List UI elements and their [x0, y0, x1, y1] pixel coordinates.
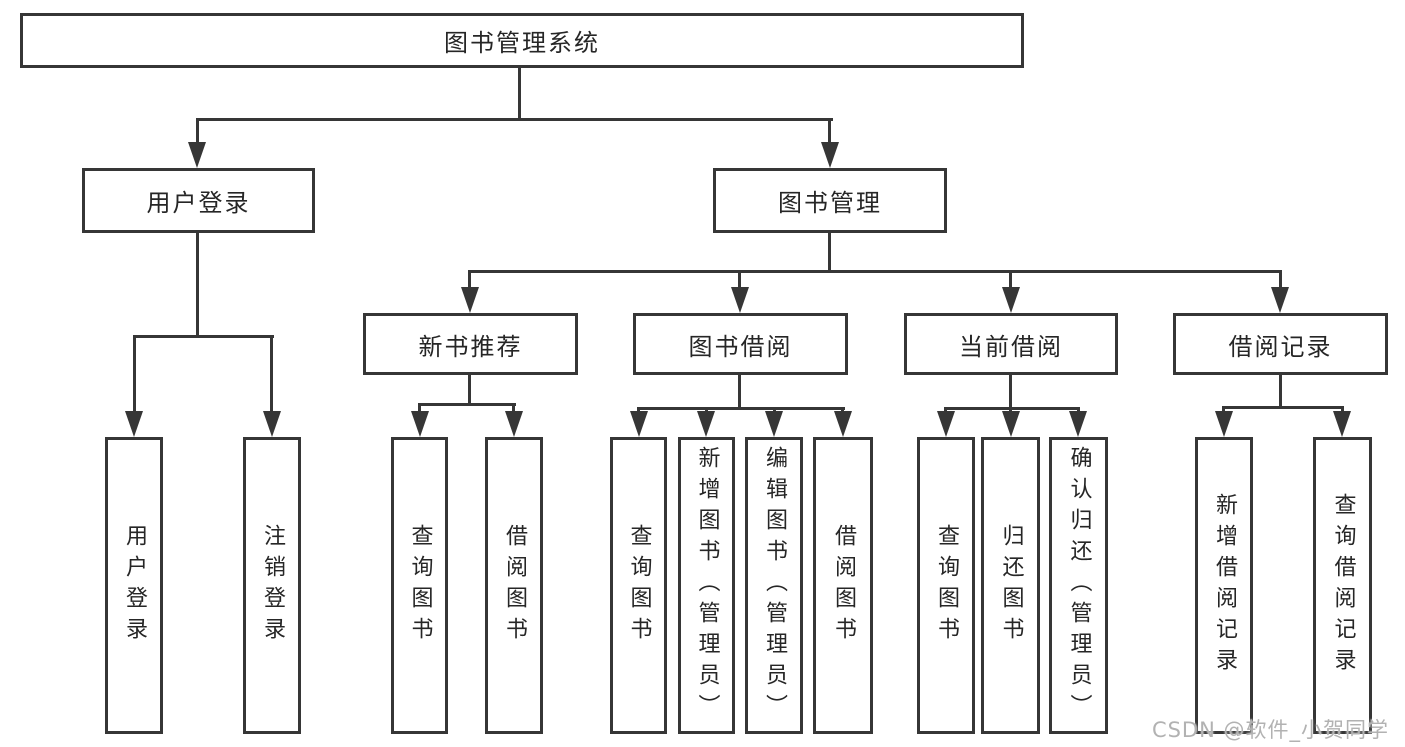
connector-line [637, 407, 845, 410]
leaf-label: 查询图书 [626, 523, 652, 648]
arrowhead-down-icon [411, 411, 429, 437]
node-new-book-recommend: 新书推荐 [363, 313, 578, 375]
connector-line [944, 407, 947, 413]
connector-line [133, 335, 274, 338]
connector-line [1279, 270, 1282, 290]
connector-line [1279, 375, 1282, 406]
leaf-label: 借阅图书 [831, 523, 856, 648]
arrowhead-down-icon [461, 287, 479, 313]
connector-line [773, 407, 776, 413]
connector-line [841, 407, 844, 413]
leaf-label: 编辑图书（管理员） [762, 446, 787, 725]
node-user-login: 用户登录 [82, 168, 315, 233]
connector-line [705, 407, 708, 413]
leaf-add-borrow-record: 新增借阅记录 [1195, 437, 1253, 734]
arrowhead-down-icon [1333, 411, 1351, 437]
connector-line [1222, 406, 1225, 413]
leaf-borrow-books: 借阅图书 [813, 437, 873, 734]
connector-line [637, 407, 640, 413]
leaf-label: 借阅图书 [502, 523, 527, 648]
node-label: 图书管理系统 [444, 29, 600, 57]
arrowhead-down-icon [765, 411, 783, 437]
connector-line [468, 270, 1282, 273]
arrowhead-down-icon [821, 142, 839, 168]
leaf-label: 归还图书 [998, 523, 1024, 648]
arrowhead-down-icon [937, 411, 955, 437]
node-label: 当前借阅 [959, 332, 1063, 361]
connector-line [468, 375, 471, 403]
connector-line [1009, 407, 1012, 413]
leaf-label: 新增借阅记录 [1212, 492, 1237, 679]
node-label: 新书推荐 [418, 332, 523, 361]
leaf-borrow-books-recommend: 借阅图书 [485, 437, 543, 734]
leaf-label: 查询图书 [934, 523, 959, 648]
arrowhead-down-icon [505, 411, 523, 437]
connector-line [196, 233, 199, 335]
connector-line [196, 118, 199, 146]
arrowhead-down-icon [697, 411, 715, 437]
leaf-label: 用户登录 [122, 523, 147, 648]
arrowhead-down-icon [731, 287, 749, 313]
connector-line [518, 68, 521, 118]
connector-line [1009, 270, 1012, 290]
leaf-user-login: 用户登录 [105, 437, 163, 734]
node-current-borrow: 当前借阅 [904, 313, 1118, 375]
connector-line [828, 118, 831, 146]
node-label: 借阅记录 [1228, 332, 1333, 361]
leaf-search-books-borrow: 查询图书 [610, 437, 667, 734]
connector-line [1222, 406, 1344, 409]
leaf-label: 新增图书（管理员） [694, 446, 720, 725]
leaf-label: 查询图书 [407, 523, 433, 648]
connector-line [738, 270, 741, 290]
leaf-search-borrow-record: 查询借阅记录 [1313, 437, 1372, 734]
node-book-management: 图书管理 [713, 168, 947, 233]
arrowhead-down-icon [1271, 287, 1289, 313]
connector-line [1341, 406, 1344, 413]
leaf-search-books-recommend: 查询图书 [391, 437, 448, 734]
leaf-label: 确认归还（管理员） [1066, 446, 1092, 725]
csdn-watermark: CSDN @软件_小贺同学 [1151, 718, 1389, 742]
arrowhead-down-icon [1215, 411, 1233, 437]
leaf-logout: 注销登录 [243, 437, 301, 734]
arrowhead-down-icon [834, 411, 852, 437]
leaf-add-book-admin: 新增图书（管理员） [678, 437, 735, 734]
connector-line [1077, 407, 1080, 413]
node-borrow-records: 借阅记录 [1173, 313, 1388, 375]
connector-line [418, 403, 421, 413]
connector-line [738, 375, 741, 407]
node-label: 用户登录 [146, 189, 251, 217]
connector-line [133, 335, 136, 413]
arrowhead-down-icon [630, 411, 648, 437]
arrowhead-down-icon [1002, 411, 1020, 437]
arrowhead-down-icon [263, 411, 281, 437]
connector-line [418, 403, 516, 406]
leaf-edit-book-admin: 编辑图书（管理员） [745, 437, 803, 734]
arrowhead-down-icon [188, 142, 206, 168]
node-library-management-system: 图书管理系统 [20, 13, 1024, 68]
connector-line [196, 118, 833, 121]
leaf-search-books-current: 查询图书 [917, 437, 975, 734]
connector-line [828, 233, 831, 270]
node-book-borrow: 图书借阅 [633, 313, 848, 375]
leaf-return-book: 归还图书 [981, 437, 1040, 734]
connector-line [944, 407, 1080, 410]
leaf-label: 查询借阅记录 [1330, 492, 1356, 679]
leaf-label: 注销登录 [260, 523, 285, 648]
arrowhead-down-icon [1069, 411, 1087, 437]
connector-line [1009, 375, 1012, 407]
leaf-confirm-return-admin: 确认归还（管理员） [1049, 437, 1108, 734]
node-label: 图书借阅 [688, 332, 793, 361]
node-label: 图书管理 [778, 189, 882, 217]
connector-line [468, 270, 471, 290]
arrowhead-down-icon [125, 411, 143, 437]
connector-line [512, 403, 515, 413]
arrowhead-down-icon [1002, 287, 1020, 313]
connector-line [270, 335, 273, 413]
